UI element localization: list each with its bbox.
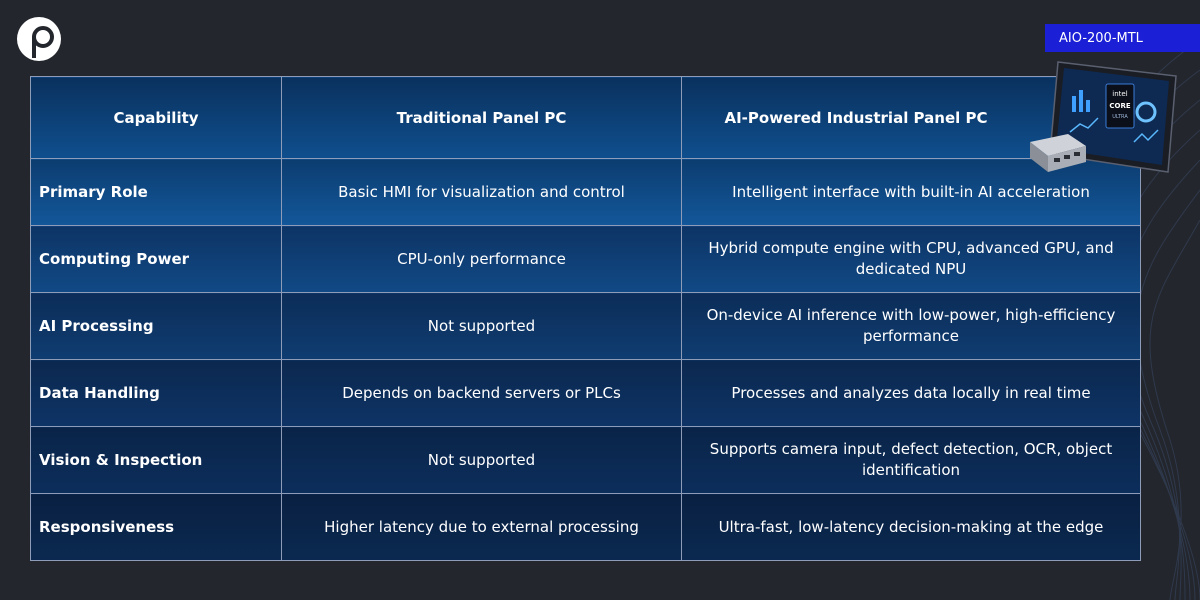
table-row: Primary Role Basic HMI for visualization… <box>30 158 1141 226</box>
table-row: AI Processing Not supported On-device AI… <box>30 292 1141 360</box>
comparison-table: Capability Traditional Panel PC AI-Power… <box>30 76 1141 561</box>
row-traditional: Not supported <box>281 426 682 494</box>
badge-brand: intel <box>1112 90 1127 98</box>
table-row: Responsiveness Higher latency due to ext… <box>30 493 1141 561</box>
row-capability: Computing Power <box>30 225 282 293</box>
badge-line1: CORE <box>1109 102 1130 110</box>
table-row: Data Handling Depends on backend servers… <box>30 359 1141 427</box>
badge-line2: ULTRA <box>1112 114 1128 120</box>
table-row: Computing Power CPU-only performance Hyb… <box>30 225 1141 293</box>
comparison-table-container: Capability Traditional Panel PC AI-Power… <box>30 76 1141 561</box>
product-tag-label: AIO-200-MTL <box>1059 30 1143 46</box>
row-traditional: Basic HMI for visualization and control <box>281 158 682 226</box>
row-capability: Responsiveness <box>30 493 282 561</box>
brand-logo-icon[interactable] <box>16 16 62 62</box>
column-header-traditional: Traditional Panel PC <box>281 76 682 159</box>
row-traditional: Higher latency due to external processin… <box>281 493 682 561</box>
row-ai-powered: Ultra-fast, low-latency decision-making … <box>681 493 1141 561</box>
row-ai-powered: Supports camera input, defect detection,… <box>681 426 1141 494</box>
column-header-capability: Capability <box>30 76 282 159</box>
row-capability: AI Processing <box>30 292 282 360</box>
row-traditional: Depends on backend servers or PLCs <box>281 359 682 427</box>
row-traditional: CPU-only performance <box>281 225 682 293</box>
row-capability: Vision & Inspection <box>30 426 282 494</box>
table-header-row: Capability Traditional Panel PC AI-Power… <box>30 76 1141 159</box>
product-tag: AIO-200-MTL <box>1045 24 1200 52</box>
row-ai-powered: Intelligent interface with built-in AI a… <box>681 158 1141 226</box>
panel-pc-icon: intel CORE ULTRA <box>1030 61 1177 173</box>
row-ai-powered: On-device AI inference with low-power, h… <box>681 292 1141 360</box>
row-ai-powered: Processes and analyzes data locally in r… <box>681 359 1141 427</box>
table-row: Vision & Inspection Not supported Suppor… <box>30 426 1141 494</box>
row-capability: Data Handling <box>30 359 282 427</box>
row-traditional: Not supported <box>281 292 682 360</box>
row-capability: Primary Role <box>30 158 282 226</box>
row-ai-powered: Hybrid compute engine with CPU, advanced… <box>681 225 1141 293</box>
